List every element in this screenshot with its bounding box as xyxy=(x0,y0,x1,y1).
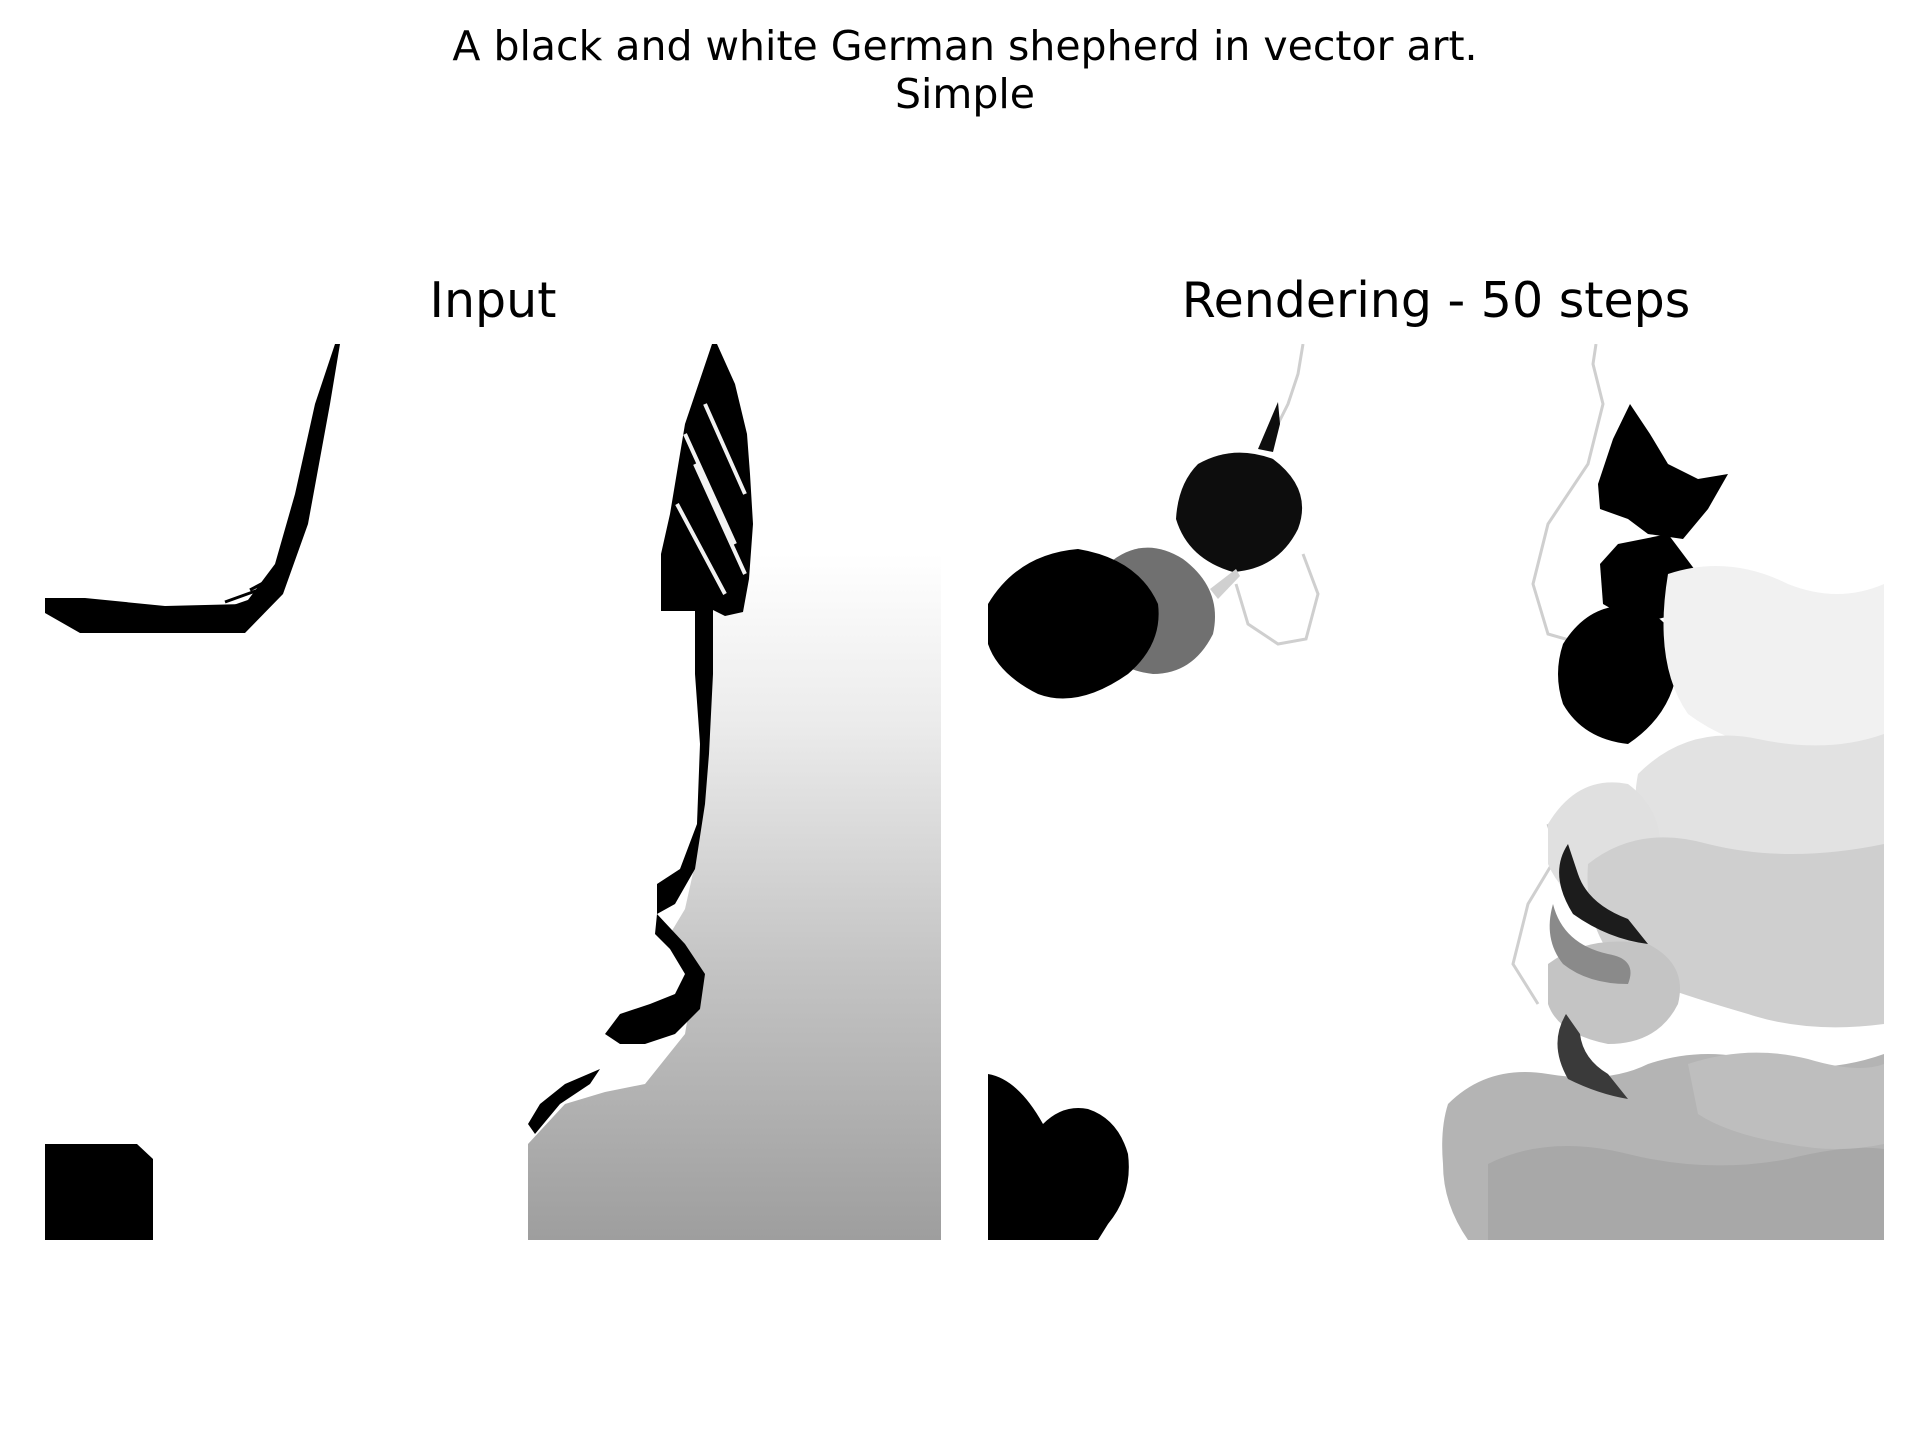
rendering-dark-stroke-upper xyxy=(1559,844,1648,944)
rendering-image xyxy=(988,344,1884,1240)
input-chin-edge xyxy=(528,1069,600,1134)
input-nose-shape xyxy=(605,914,705,1044)
figure-title: A black and white German shepherd in vec… xyxy=(0,22,1920,118)
rendering-panel-title: Rendering - 50 steps xyxy=(1181,272,1691,329)
rendering-light-streak xyxy=(1210,569,1240,599)
rendering-ear-tip xyxy=(1258,402,1280,452)
rendering-image-graphic xyxy=(988,344,1884,1240)
rendering-gray-blob-cluster xyxy=(1442,566,1884,1240)
input-left-ear-shape xyxy=(45,344,340,633)
rendering-dark-stroke-lower xyxy=(1557,1014,1628,1099)
rendering-faint-outlines xyxy=(1234,344,1605,1005)
rendering-black-blob-large xyxy=(988,549,1159,699)
rendering-right-ear-black-low xyxy=(1558,605,1678,744)
input-right-ear-shape xyxy=(657,344,753,914)
input-panel-title: Input xyxy=(429,272,557,329)
rendering-gray-accent xyxy=(1549,904,1631,984)
rendering-right-ear-black-top xyxy=(1598,404,1728,539)
figure-title-line-1: A black and white German shepherd in vec… xyxy=(452,22,1478,70)
input-image xyxy=(45,344,941,1240)
rendering-black-blob-small xyxy=(1176,452,1303,572)
input-image-graphic xyxy=(45,344,941,1240)
figure-title-line-2: Simple xyxy=(895,70,1035,118)
input-corner-block xyxy=(45,1144,153,1240)
input-right-ear-streaks xyxy=(675,403,747,595)
input-left-ear-streaks xyxy=(224,572,281,608)
rendering-corner-blob xyxy=(988,1074,1129,1240)
input-dog-body xyxy=(528,554,715,1144)
